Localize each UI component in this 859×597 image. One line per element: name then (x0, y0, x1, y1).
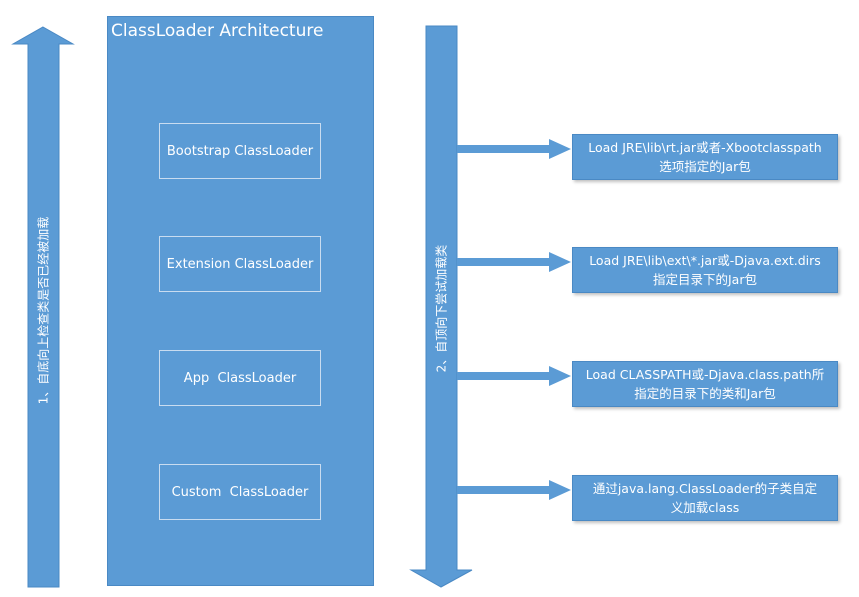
bootstrap-load-description: Load JRE\lib\rt.jar或者-Xbootclasspath 选项指… (572, 134, 838, 180)
connector-arrow-4 (457, 480, 571, 500)
custom-classloader-box: Custom ClassLoader (159, 464, 321, 520)
custom-load-description: 通过java.lang.ClassLoader的子类自定 义加载class (572, 475, 838, 521)
app-classloader-box: App ClassLoader (159, 350, 321, 406)
result-line: 指定目录下的Jar包 (653, 272, 757, 287)
extension-classloader-box: Extension ClassLoader (159, 236, 321, 292)
result-line: Load JRE\lib\ext\*.jar或-Djava.ext.dirs (589, 253, 821, 268)
connector-arrow-2 (457, 252, 571, 272)
result-line: Load CLASSPATH或-Djava.class.path所 (585, 367, 825, 382)
result-line: 选项指定的Jar包 (659, 159, 751, 174)
bottom-up-label: 1、自底向上检查类是否已经被加载 (36, 216, 51, 405)
extension-load-description: Load JRE\lib\ext\*.jar或-Djava.ext.dirs 指… (572, 247, 838, 293)
result-line: 指定的目录下的类和Jar包 (634, 386, 776, 401)
classloader-architecture-box: ClassLoader Architecture Bootstrap Class… (107, 16, 374, 586)
top-down-arrow (409, 25, 473, 588)
result-line: Load JRE\lib\rt.jar或者-Xbootclasspath (588, 140, 822, 155)
bottom-up-arrow (11, 26, 75, 588)
top-down-label: 2、自顶向下尝试加载类 (434, 244, 449, 373)
architecture-title: ClassLoader Architecture (111, 21, 324, 41)
bootstrap-classloader-box: Bootstrap ClassLoader (159, 123, 321, 179)
connector-arrow-3 (457, 366, 571, 386)
result-line: 义加载class (670, 500, 740, 515)
result-line: 通过java.lang.ClassLoader的子类自定 (592, 481, 818, 496)
connector-arrow-1 (457, 139, 571, 159)
app-load-description: Load CLASSPATH或-Djava.class.path所 指定的目录下… (572, 361, 838, 407)
